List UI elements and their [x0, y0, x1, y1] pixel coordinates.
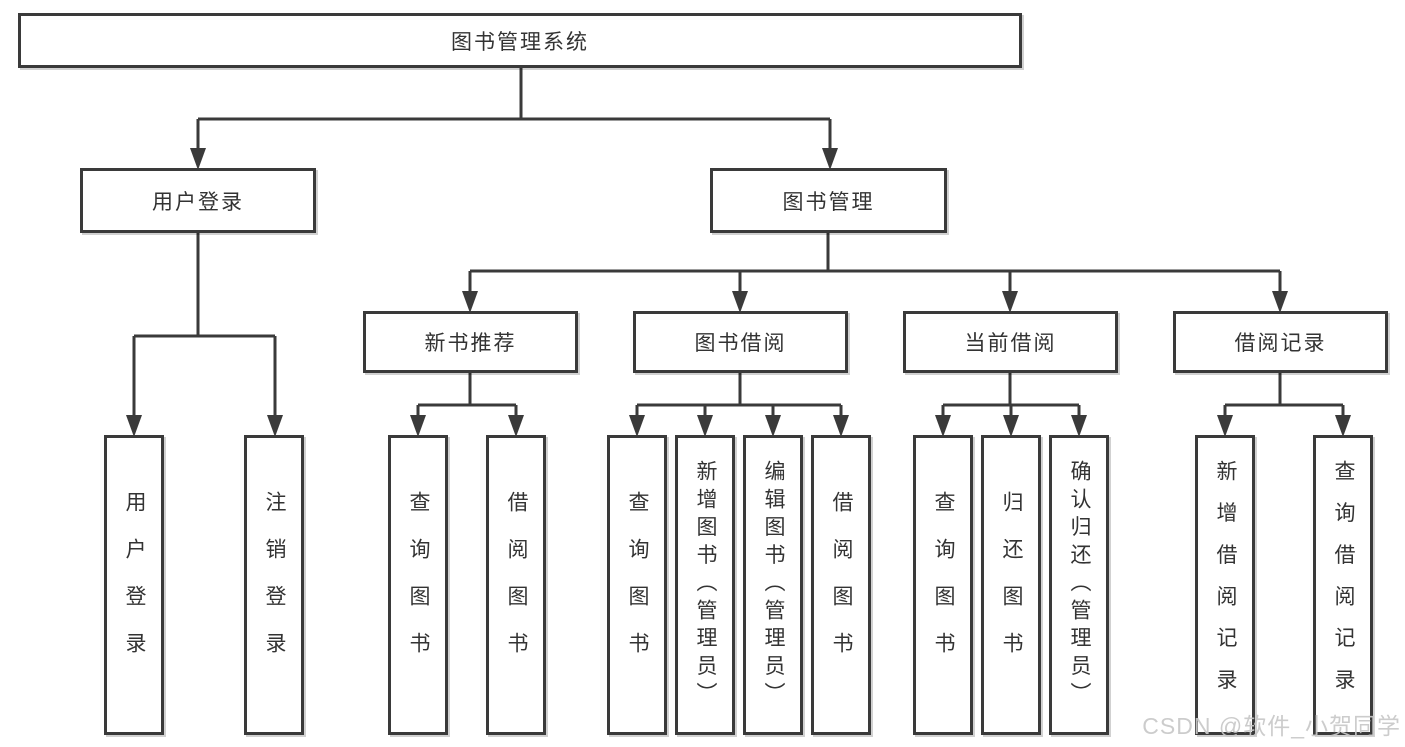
leaf-query-books-recommend: 查询图书	[388, 435, 448, 735]
leaf-confirm-return-admin: 确认归还（管理员）	[1049, 435, 1109, 735]
leaf-user-login-label: 用户登录	[123, 491, 146, 679]
node-current-borrow: 当前借阅	[903, 311, 1118, 373]
node-root-label: 图书管理系统	[451, 30, 589, 54]
leaf-confirm-return-admin-label: 确认归还（管理员）	[1068, 460, 1091, 710]
leaf-query-borrow-record-label: 查询借阅记录	[1332, 460, 1355, 710]
leaf-borrow-books-recommend: 借阅图书	[486, 435, 546, 735]
leaf-query-books-recommend-label: 查询图书	[407, 491, 430, 679]
leaf-add-borrow-record: 新增借阅记录	[1195, 435, 1255, 735]
leaf-user-login: 用户登录	[104, 435, 164, 735]
node-new-book-recommend-label: 新书推荐	[424, 332, 517, 355]
node-borrow-records: 借阅记录	[1173, 311, 1388, 373]
node-book-borrow: 图书借阅	[633, 311, 848, 373]
leaf-borrow-books: 借阅图书	[811, 435, 871, 735]
leaf-query-books-current: 查询图书	[913, 435, 973, 735]
leaf-query-books-borrow-label: 查询图书	[626, 491, 649, 679]
node-book-management-label: 图书管理	[782, 190, 875, 214]
node-root-library-system: 图书管理系统	[18, 13, 1022, 68]
leaf-query-books-current-label: 查询图书	[932, 491, 955, 679]
leaf-add-book-admin: 新增图书（管理员）	[675, 435, 735, 735]
node-book-management: 图书管理	[710, 168, 947, 233]
leaf-logout-label: 注销登录	[263, 491, 286, 679]
node-user-login: 用户登录	[80, 168, 316, 233]
leaf-query-borrow-record: 查询借阅记录	[1313, 435, 1373, 735]
node-borrow-records-label: 借阅记录	[1234, 332, 1327, 355]
leaf-edit-book-admin: 编辑图书（管理员）	[743, 435, 803, 735]
node-book-borrow-label: 图书借阅	[694, 332, 787, 355]
node-new-book-recommend: 新书推荐	[363, 311, 578, 373]
leaf-query-books-borrow: 查询图书	[607, 435, 667, 735]
leaf-return-books: 归还图书	[981, 435, 1041, 735]
node-current-borrow-label: 当前借阅	[964, 332, 1057, 355]
node-user-login-label: 用户登录	[152, 190, 244, 214]
leaf-borrow-books-recommend-label: 借阅图书	[505, 491, 528, 679]
leaf-borrow-books-label: 借阅图书	[830, 491, 853, 679]
leaf-add-borrow-record-label: 新增借阅记录	[1214, 460, 1237, 710]
leaf-logout: 注销登录	[244, 435, 304, 735]
leaf-return-books-label: 归还图书	[1000, 491, 1023, 679]
leaf-add-book-admin-label: 新增图书（管理员）	[694, 460, 717, 710]
leaf-edit-book-admin-label: 编辑图书（管理员）	[762, 460, 785, 710]
watermark: CSDN @软件_小贺同学	[1142, 713, 1401, 739]
